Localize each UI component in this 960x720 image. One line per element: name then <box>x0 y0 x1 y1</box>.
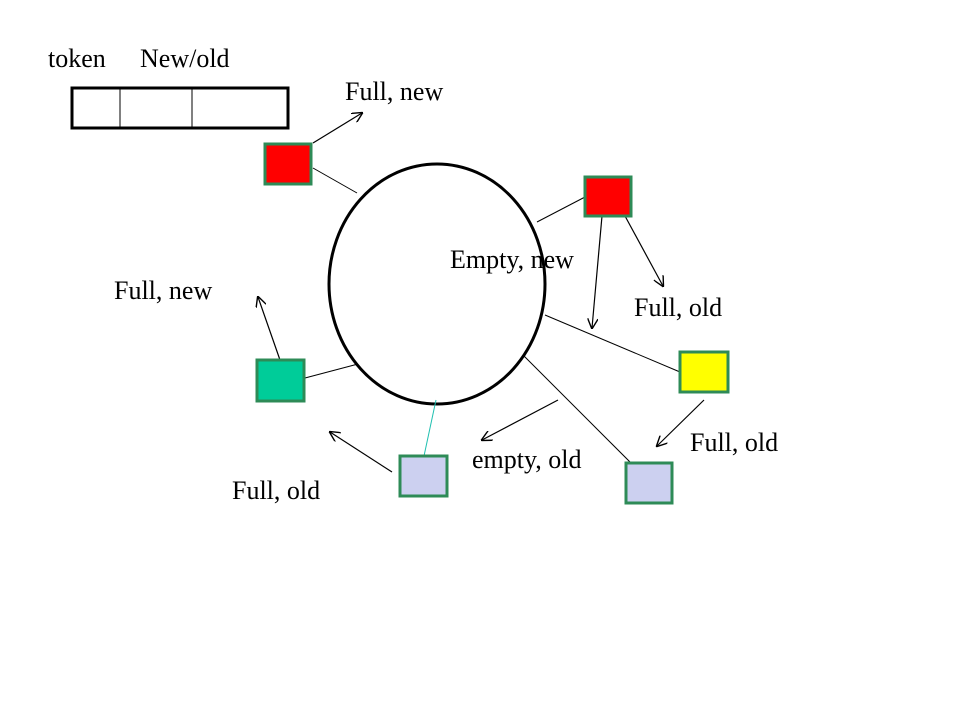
node-green <box>255 358 306 403</box>
arrow-top-node <box>312 113 362 144</box>
arrow-yellow <box>657 399 705 446</box>
token-register <box>70 86 290 130</box>
label-yellow-node: Full, old <box>690 428 778 457</box>
label-bottom-center: empty, old <box>472 445 582 474</box>
label-bottom-left-node: Full, old <box>232 476 320 505</box>
label-left-node: Full, new <box>114 276 212 305</box>
link-bottom-right <box>523 355 641 473</box>
arrow-bottom-left <box>330 432 393 473</box>
arrow-red-right <box>624 215 663 286</box>
link-top-right <box>536 196 586 223</box>
node-top-right-red <box>583 175 633 218</box>
node-bottom-center <box>398 454 449 498</box>
ring <box>327 162 547 406</box>
label-right-red-node: Full, old <box>634 293 722 322</box>
link-left <box>304 363 359 379</box>
label-center: Empty, new <box>450 245 574 274</box>
new-old-label: New/old <box>140 44 230 73</box>
link-top-left <box>312 167 358 194</box>
token-label: token <box>48 44 106 73</box>
node-top-left-red <box>263 142 313 186</box>
arrow-left-node <box>258 297 281 361</box>
link-bottom-center <box>423 399 437 457</box>
link-yellow <box>544 314 681 373</box>
node-bottom-right <box>624 461 674 505</box>
arrow-red-down <box>592 215 603 328</box>
arrow-empty-old <box>482 399 559 440</box>
label-top-node: Full, new <box>345 77 443 106</box>
token-register-box <box>70 86 290 130</box>
node-yellow <box>678 350 730 394</box>
